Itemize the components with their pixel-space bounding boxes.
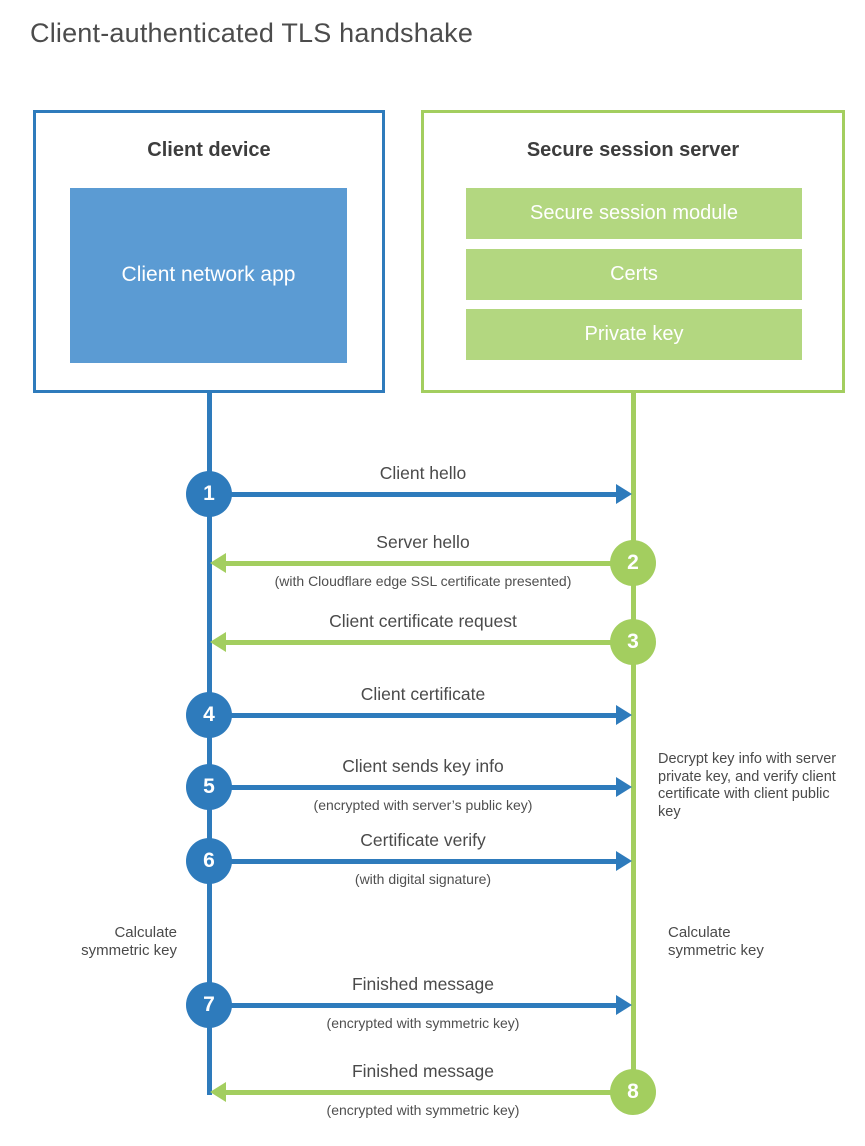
client-lifeline xyxy=(207,390,212,1095)
module-bar-private-key: Private key xyxy=(466,309,802,360)
step-1-label: Client hello xyxy=(379,463,467,483)
step-2-label: Server hello xyxy=(376,532,470,552)
step-6-arrowhead-icon xyxy=(616,851,632,871)
step-4-label: Client certificate xyxy=(360,684,486,704)
step-2-sublabel: (with Cloudflare edge SSL certificate pr… xyxy=(274,573,572,589)
step-8-arrowhead-icon xyxy=(210,1082,226,1102)
step-1-badge: 1 xyxy=(186,471,232,517)
step-6-badge: 6 xyxy=(186,838,232,884)
step-4-badge: 4 xyxy=(186,692,232,738)
note-calculate-symmetric-key-server: Calculate symmetric key xyxy=(668,924,764,959)
note-decrypt-key-info: Decrypt key info with server private key… xyxy=(658,751,837,820)
step-3-arrow xyxy=(226,640,612,645)
step-6-sublabel: (with digital signature) xyxy=(354,871,492,887)
step-5-arrow xyxy=(230,785,616,790)
step-6-label: Certificate verify xyxy=(360,830,486,850)
step-5-badge: 5 xyxy=(186,764,232,810)
step-3-badge: 3 xyxy=(610,619,656,665)
step-7-arrowhead-icon xyxy=(616,995,632,1015)
step-8-sublabel: (encrypted with symmetric key) xyxy=(326,1102,520,1118)
step-2-arrowhead-icon xyxy=(210,553,226,573)
step-4-arrow xyxy=(230,713,616,718)
secure-session-server-box: Secure session server Secure session mod… xyxy=(421,110,845,393)
server-lifeline xyxy=(631,390,636,1092)
module-bar-certs: Certs xyxy=(466,249,802,300)
step-5-sublabel: (encrypted with server’s public key) xyxy=(313,797,533,813)
step-1-arrowhead-icon xyxy=(616,484,632,504)
step-2-arrow xyxy=(226,561,612,566)
client-device-box: Client device Client network app xyxy=(33,110,385,393)
client-device-title: Client device xyxy=(147,139,271,161)
step-7-label: Finished message xyxy=(351,974,495,994)
client-network-app-box: Client network app xyxy=(70,188,347,363)
step-7-badge: 7 xyxy=(186,982,232,1028)
step-1-arrow xyxy=(230,492,616,497)
step-5-arrowhead-icon xyxy=(616,777,632,797)
secure-session-server-title: Secure session server xyxy=(526,139,740,161)
step-8-badge: 8 xyxy=(610,1069,656,1115)
module-bar-secure-session-module: Secure session module xyxy=(466,188,802,239)
step-8-arrow xyxy=(226,1090,612,1095)
step-8-label: Finished message xyxy=(351,1061,495,1081)
note-calculate-symmetric-key-client: Calculate symmetric key xyxy=(81,924,177,959)
step-3-label: Client certificate request xyxy=(329,611,517,631)
step-7-sublabel: (encrypted with symmetric key) xyxy=(326,1015,520,1031)
step-4-arrowhead-icon xyxy=(616,705,632,725)
step-7-arrow xyxy=(230,1003,616,1008)
step-6-arrow xyxy=(230,859,616,864)
client-network-app-label: Client network app xyxy=(121,263,296,287)
page-title: Client-authenticated TLS handshake xyxy=(30,18,474,48)
step-5-label: Client sends key info xyxy=(342,756,504,776)
step-3-arrowhead-icon xyxy=(210,632,226,652)
step-2-badge: 2 xyxy=(610,540,656,586)
